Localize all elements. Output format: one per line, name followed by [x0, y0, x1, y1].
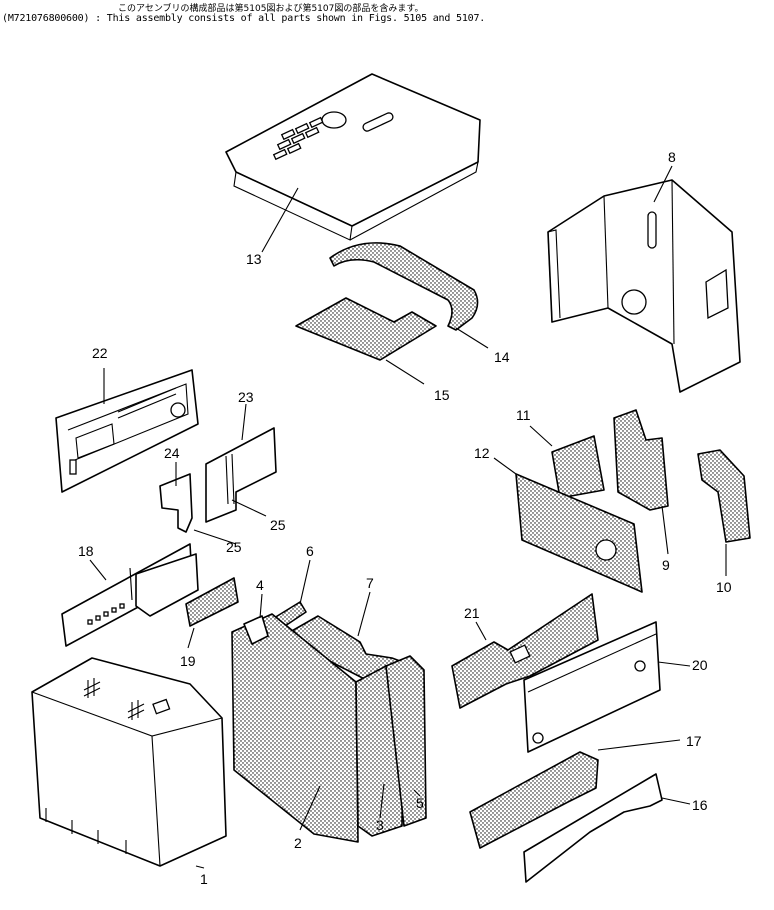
callout-9: 9: [662, 557, 670, 573]
callout-12: 12: [474, 445, 490, 461]
callout-22: 22: [92, 345, 108, 361]
callout-15: 15: [434, 387, 450, 403]
callout-13: 13: [246, 251, 262, 267]
callout-4: 4: [256, 577, 264, 593]
callout-numbers: 1 2 3 4 5 6 7 8 9 10 11 12 13 14 15 16 1…: [78, 149, 732, 887]
callout-6: 6: [306, 543, 314, 559]
callout-3: 3: [376, 817, 384, 833]
part-12-pad: [515, 473, 643, 593]
callout-1: 1: [200, 871, 208, 887]
part-4-bracket: [243, 615, 269, 645]
callout-19: 19: [180, 653, 196, 669]
callout-20: 20: [692, 657, 708, 673]
part-14-insulation-pad: [329, 242, 479, 331]
part-21-pad: [451, 593, 599, 709]
callout-2: 2: [294, 835, 302, 851]
part-22-panel: [55, 369, 199, 493]
callout-11: 11: [516, 407, 531, 423]
callout-17: 17: [686, 733, 702, 749]
part-18-bracket: [61, 543, 199, 647]
callout-16: 16: [692, 797, 708, 813]
part-13-top-cover: [225, 73, 481, 241]
part-1-main-hood: [31, 657, 227, 867]
callout-23: 23: [238, 389, 254, 405]
bracket-holes: [87, 603, 125, 625]
vent-grid-right: [127, 700, 145, 720]
callout-14: 14: [494, 349, 510, 365]
header-note-english: (M721076800600) : This assembly consists…: [2, 13, 486, 24]
part-9-pad: [613, 409, 669, 511]
leader-lines: [89, 165, 727, 869]
part-19-pad: [185, 577, 239, 627]
part-20-plate: [523, 621, 661, 753]
part-16-plate: [523, 773, 663, 883]
part-23-pad: [205, 427, 277, 523]
figure-header: このアセンブリの構成部品は第5105図および第5107図の部品を含みます。 (M…: [0, 0, 774, 28]
part-10-pad: [697, 449, 751, 543]
callout-7: 7: [366, 575, 374, 591]
callout-25-upper: 25: [270, 517, 286, 533]
callout-8: 8: [668, 149, 676, 165]
part-11-pad: [551, 435, 605, 499]
part-5-pad: [385, 655, 427, 827]
callout-18: 18: [78, 543, 94, 559]
part-15-insulation-pad: [295, 297, 437, 361]
part-8-side-housing: [547, 179, 741, 393]
callout-5: 5: [416, 795, 424, 811]
part-17-pad: [469, 751, 599, 849]
callout-10: 10: [716, 579, 732, 595]
part-24-pad: [159, 473, 193, 533]
vent-grid-left: [83, 678, 101, 698]
callout-24: 24: [164, 445, 180, 461]
vent-slots: [272, 116, 324, 161]
callout-25-lower: 25: [226, 539, 242, 555]
callout-21: 21: [464, 605, 480, 621]
header-note-japanese: このアセンブリの構成部品は第5105図および第5107図の部品を含みます。: [118, 4, 424, 14]
